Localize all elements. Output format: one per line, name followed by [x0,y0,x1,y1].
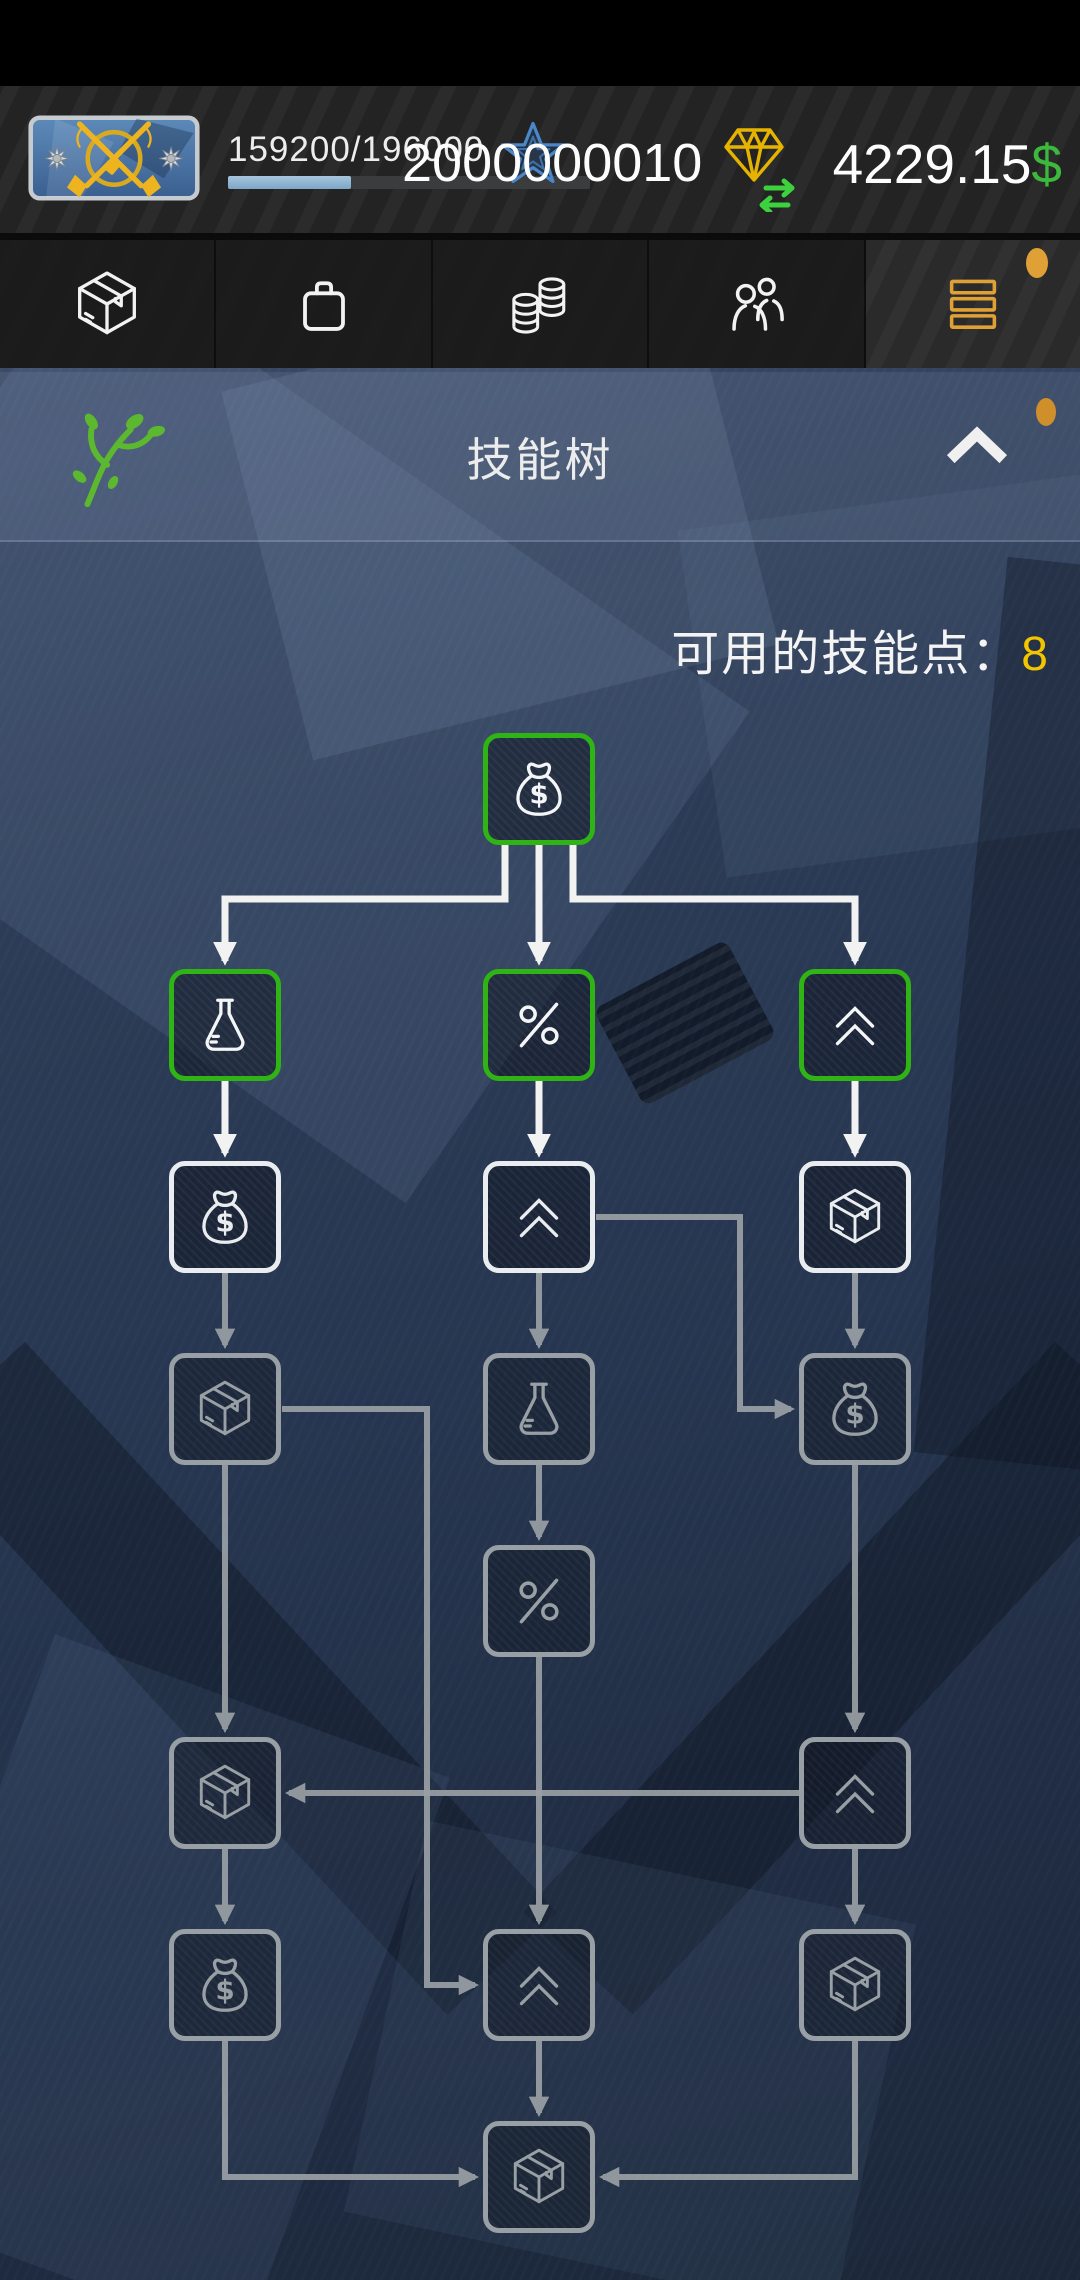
xp-progress-bar [228,176,590,189]
rank-badge-icon[interactable] [28,110,200,206]
gem-exchange-button[interactable] [718,120,814,212]
skill-node-package-5[interactable] [483,2121,595,2233]
briefcase-icon [286,266,362,342]
money-bag-icon [192,1952,258,2018]
money-value: 4229.15 [832,133,1032,195]
score-value: 2000000010 [402,133,703,193]
money-bag-icon [192,1184,258,1250]
notification-dot [1036,398,1056,426]
star-icon [500,121,566,184]
skill-node-research-2[interactable] [483,1353,595,1465]
tab-products[interactable] [0,240,217,368]
skill-node-research-1[interactable] [169,969,281,1081]
skill-node-money-3[interactable] [799,1353,911,1465]
skill-node-package-2[interactable] [169,1353,281,1465]
chevrons-up-icon [822,1760,888,1826]
xp-counter: 159200/196000 [228,130,485,169]
package-icon [69,266,145,342]
flask-icon [506,1376,572,1442]
gem-icon [724,128,784,182]
skill-node-upgrade-2[interactable] [483,1161,595,1273]
flask-icon [192,992,258,1058]
skill-node-percent-1[interactable] [483,969,595,1081]
package-icon [506,2144,572,2210]
status-bar [0,0,1080,86]
skill-node-money-2[interactable] [169,1161,281,1273]
skill-node-upgrade-1[interactable] [799,969,911,1081]
skill-node-root-money[interactable] [483,733,595,845]
tab-bar [0,233,1080,368]
skill-node-upgrade-4[interactable] [483,1929,595,2041]
skill-points-counter: 可用的技能点：8 [671,614,1050,684]
package-icon [192,1376,258,1442]
skill-node-package-3[interactable] [169,1737,281,1849]
percent-icon [506,1568,572,1634]
menu-icon [935,266,1011,342]
skill-tree-panel-header: 技能树 [0,372,1080,542]
money-bag-icon [822,1376,888,1442]
package-icon [822,1184,888,1250]
top-hud: 159200/196000 2000000010 [0,86,1080,368]
tab-finance[interactable] [432,240,650,368]
chevron-up-icon[interactable] [942,424,1012,468]
chevrons-up-icon [506,1952,572,2018]
people-icon [718,266,794,342]
skill-node-package-1[interactable] [799,1161,911,1273]
skill-tree-branch-icon [72,413,166,508]
exchange-arrows-icon [759,178,795,212]
chevrons-up-icon [506,1184,572,1250]
skill-node-money-4[interactable] [169,1929,281,2041]
coins-icon [502,266,578,342]
skill-node-percent-2[interactable] [483,1545,595,1657]
currency-symbol: $ [1031,133,1062,195]
player-header: 159200/196000 2000000010 [0,86,1080,233]
chevrons-up-icon [822,992,888,1058]
package-icon [192,1760,258,1826]
skill-points-label: 可用的技能点： [671,628,1022,681]
tab-contacts[interactable] [649,240,866,368]
tab-inventory[interactable] [216,240,433,368]
xp-progress-fill [228,176,352,189]
package-icon [822,1952,888,2018]
money-bag-icon [506,756,572,822]
skill-node-package-4[interactable] [799,1929,911,2041]
money-counter: 4229.15$ [833,132,1062,196]
tab-menu[interactable] [865,240,1080,368]
skill-points-value: 8 [1021,628,1050,681]
percent-icon [506,992,572,1058]
skill-node-upgrade-3[interactable] [799,1737,911,1849]
panel-title: 技能树 [466,434,614,486]
notification-dot [1026,248,1049,278]
